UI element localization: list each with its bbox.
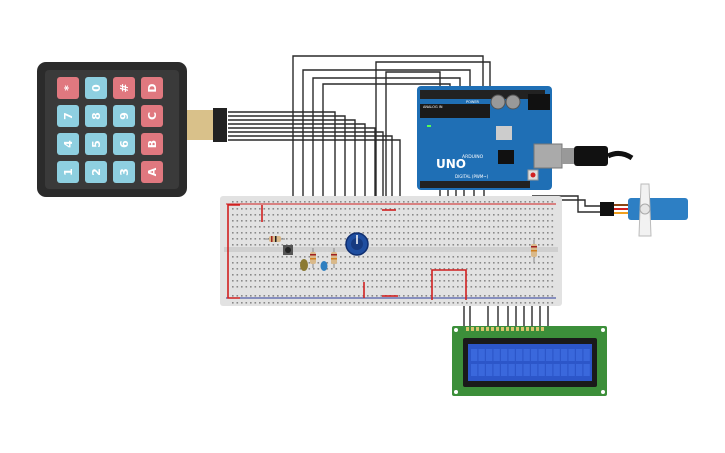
keypad-keys: 1 4 7 * 2 5 8 0 3 6 9 # A B C D	[57, 77, 163, 183]
lcd-character-cells	[471, 349, 590, 376]
resistor	[331, 248, 337, 268]
keypad-key-label: D	[146, 83, 159, 92]
keypad-key-label: 5	[90, 140, 103, 148]
resistor	[310, 248, 316, 268]
breadboard	[220, 196, 562, 306]
arduino-atmega-chip	[420, 104, 490, 118]
keypad-key[interactable]: A	[141, 161, 163, 183]
arduino-crystal	[496, 126, 512, 140]
power-jumper-left	[227, 204, 240, 299]
keypad-key[interactable]: D	[141, 77, 163, 99]
keypad-key-label: A	[146, 167, 159, 176]
keypad-key[interactable]: B	[141, 133, 163, 155]
keypad-key[interactable]: 2	[85, 161, 107, 183]
keypad-key-label: 7	[62, 112, 75, 120]
lcd-mount-hole	[601, 390, 605, 394]
arduino-power-label: POWER	[466, 100, 480, 104]
arduino-usb-port	[533, 143, 563, 169]
led-yellow	[300, 259, 308, 271]
keypad-key-label: 1	[62, 168, 75, 176]
keypad-key[interactable]: #	[113, 77, 135, 99]
power-jumper-c	[431, 269, 467, 300]
keypad-key[interactable]: 1	[57, 161, 79, 183]
arduino-logo: UNO	[436, 157, 466, 171]
led-blue	[320, 261, 328, 271]
keypad-key[interactable]: 9	[113, 105, 135, 127]
keypad-key[interactable]: 8	[85, 105, 107, 127]
membrane-keypad: 1 4 7 * 2 5 8 0 3 6 9 # A B C D	[37, 62, 227, 197]
keypad-face	[45, 70, 179, 189]
keypad-key[interactable]: 0	[85, 77, 107, 99]
lcd-mount-hole	[454, 390, 458, 394]
arduino-uno-board: UNO ARDUINO DIGITAL (PWM~) ANALOG IN POW…	[417, 86, 563, 190]
servo-shaft	[639, 203, 651, 215]
keypad-key-label: *	[62, 85, 75, 91]
push-button	[283, 245, 293, 255]
keypad-key-label: 0	[90, 84, 103, 92]
keypad-key-label: 8	[90, 112, 103, 120]
keypad-key-label: B	[146, 140, 159, 148]
arduino-digital-header	[420, 90, 545, 99]
lcd-mount-hole	[601, 328, 605, 332]
resistor	[531, 240, 537, 262]
keypad-key-label: 4	[62, 140, 75, 148]
arduino-usb-chip	[498, 150, 514, 164]
keypad-key[interactable]: 3	[113, 161, 135, 183]
arduino-capacitor	[505, 94, 521, 110]
keypad-key-label: 3	[118, 168, 131, 176]
breadboard-center-channel	[224, 247, 558, 252]
servo-connector	[600, 202, 614, 216]
keypad-key-label: 2	[90, 168, 103, 176]
keypad-key-label: 6	[118, 140, 131, 148]
keypad-key-label: 9	[118, 112, 131, 120]
arduino-led	[427, 125, 431, 127]
keypad-key-label: C	[146, 112, 159, 120]
keypad-key[interactable]: *	[57, 77, 79, 99]
keypad-key[interactable]: 7	[57, 105, 79, 127]
usb-cable	[562, 146, 634, 166]
keypad-key[interactable]: 4	[57, 133, 79, 155]
keypad-key[interactable]: 6	[113, 133, 135, 155]
arduino-power-analog-header	[420, 181, 530, 188]
arduino-reset-button-cap	[530, 172, 536, 178]
keypad-key[interactable]: C	[141, 105, 163, 127]
keypad-connector	[213, 108, 227, 142]
potentiometer	[345, 232, 369, 256]
arduino-brand: ARDUINO	[462, 154, 484, 160]
keypad-ribbon	[187, 110, 213, 140]
lcd-pin-header	[466, 327, 544, 331]
arduino-analog-label: ANALOG IN	[423, 105, 443, 109]
breadboard-holes	[232, 201, 554, 304]
arduino-capacitor	[490, 94, 506, 110]
lcd-mount-hole	[454, 328, 458, 332]
resistor	[265, 236, 285, 242]
lcd-16x2-display	[452, 326, 607, 396]
servo-body	[628, 198, 688, 220]
keypad-key-label: #	[118, 83, 131, 92]
servo-motor	[600, 183, 688, 237]
arduino-power-jack	[528, 94, 550, 110]
arduino-digital-label: DIGITAL (PWM~)	[455, 174, 489, 179]
keypad-key[interactable]: 5	[85, 133, 107, 155]
